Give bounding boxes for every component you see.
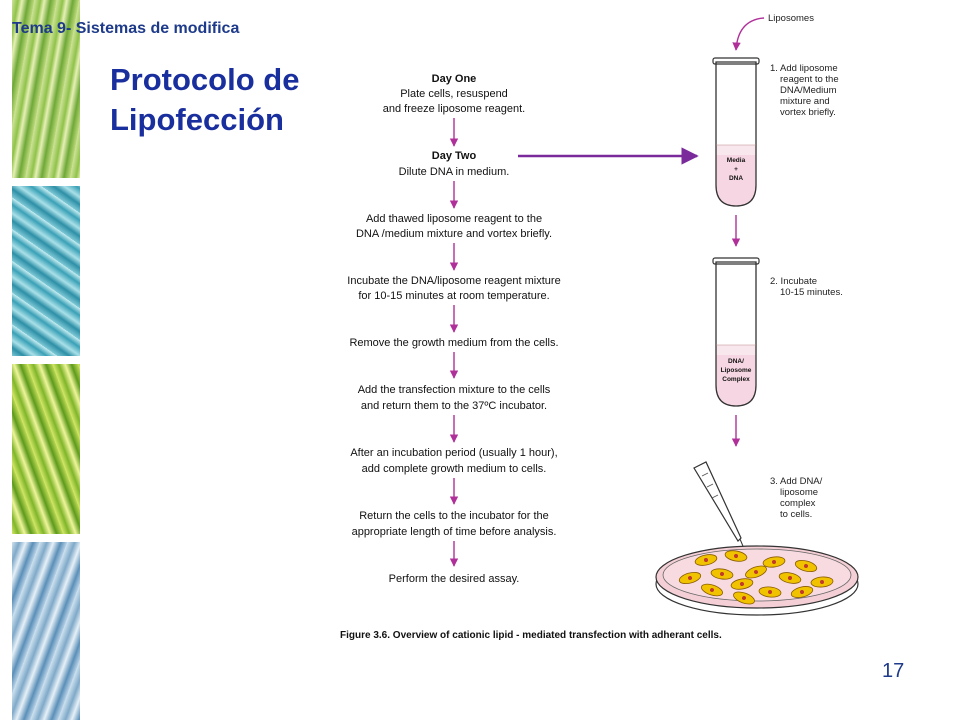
slide-title: Protocolo de Lipofección — [110, 60, 299, 140]
flow-step-8: Return the cells to the incubator for th… — [352, 510, 557, 538]
note-line: mixture and — [780, 96, 830, 107]
step-text: Add the transfection mixture to the cell… — [358, 384, 551, 396]
slide-title-line-1: Protocolo de — [110, 62, 300, 97]
flow-step-1: Day One Plate cells, resuspend and freez… — [383, 73, 525, 115]
step-text: Remove the growth medium from the cells. — [349, 337, 558, 349]
tube-outline — [715, 261, 757, 407]
note-line: vortex briefly. — [780, 107, 836, 118]
tube-media-dna: Media + DNA — [712, 57, 760, 207]
flow-step-7: After an incubation period (usually 1 ho… — [350, 447, 557, 475]
step-text: Return the cells to the incubator for th… — [359, 510, 549, 522]
tube-label: DNA — [729, 175, 743, 182]
note-line: DNA/Medium — [780, 85, 837, 96]
liposomes-label: Liposomes — [768, 13, 814, 24]
tube-label: + — [734, 166, 738, 173]
tube-liquid — [716, 345, 756, 406]
note-1: 1. Add liposome reagent to the DNA/Mediu… — [770, 63, 839, 118]
cells-texture-panel — [12, 186, 80, 356]
tube-meniscus — [716, 345, 756, 355]
note-line: complex — [780, 498, 816, 509]
flow-step-2: Day Two Dilute DNA in medium. — [399, 150, 510, 178]
step-text: DNA /medium mixture and vortex briefly. — [356, 228, 552, 240]
tube-liquid — [716, 145, 756, 206]
flow-step-5: Remove the growth medium from the cells. — [349, 337, 558, 349]
note-3: 3. Add DNA/ liposome complex to cells. — [770, 476, 823, 520]
figure-caption: Figure 3.6. Overview of cationic lipid -… — [340, 630, 722, 641]
step-text: add complete growth medium to cells. — [362, 463, 547, 475]
flow-step-3: Add thawed liposome reagent to the DNA /… — [356, 213, 552, 240]
petri-dish — [655, 545, 859, 616]
step-text: Plate cells, resuspend — [400, 88, 508, 100]
tube-meniscus — [716, 145, 756, 155]
tube-label: DNA/ — [728, 358, 744, 365]
note-line: liposome — [780, 487, 818, 498]
note-2: 2. Incubate 10-15 minutes. — [770, 276, 843, 298]
tube-label: Liposome — [721, 367, 752, 374]
tube-label: Media — [727, 157, 746, 164]
step-text: Add thawed liposome reagent to the — [366, 213, 542, 225]
note-line: 10-15 minutes. — [780, 287, 843, 298]
step-text: Dilute DNA in medium. — [399, 166, 510, 178]
tube-rim — [712, 57, 760, 65]
step-text: Perform the desired assay. — [389, 573, 520, 585]
note-line: 3. Add DNA/ — [770, 476, 823, 487]
tube-outline — [715, 61, 757, 207]
flow-step-6: Add the transfection mixture to the cell… — [358, 384, 551, 412]
flow-step-4: Incubate the DNA/liposome reagent mixtur… — [347, 275, 560, 302]
note-line: 2. Incubate — [770, 276, 817, 287]
flow-step-9: Perform the desired assay. — [389, 573, 520, 585]
step-text: for 10-15 minutes at room temperature. — [358, 290, 549, 302]
note-line: to cells. — [780, 509, 812, 520]
blue-fibers-panel — [12, 542, 80, 720]
step-text: After an incubation period (usually 1 ho… — [350, 447, 557, 459]
pipette-icon — [693, 461, 746, 552]
page-number: 17 — [882, 660, 905, 682]
step-heading: Day One — [432, 73, 477, 85]
step-text: appropriate length of time before analys… — [352, 526, 557, 538]
step-text: and freeze liposome reagent. — [383, 103, 525, 115]
flowchart: Day One Plate cells, resuspend and freez… — [347, 73, 560, 585]
tube-dna-liposome-complex: DNA/ Liposome Complex — [712, 257, 760, 407]
slide-title-line-2: Lipofección — [110, 102, 284, 137]
step-text: Incubate the DNA/liposome reagent mixtur… — [347, 275, 560, 287]
note-line: reagent to the — [780, 74, 839, 85]
tube-label: Complex — [722, 376, 750, 383]
note-line: 1. Add liposome — [770, 63, 838, 74]
step-text: and return them to the 37ºC incubator. — [361, 400, 547, 412]
header-title: Tema 9- Sistemas de modifica — [12, 20, 240, 37]
decorative-sidebar — [12, 0, 80, 720]
green-fibers-panel — [12, 364, 80, 534]
cells — [678, 550, 834, 605]
step-heading: Day Two — [432, 150, 477, 162]
liposomes-arrow — [732, 17, 765, 51]
tube-rim — [712, 257, 760, 265]
grass-texture-panel — [12, 0, 80, 178]
